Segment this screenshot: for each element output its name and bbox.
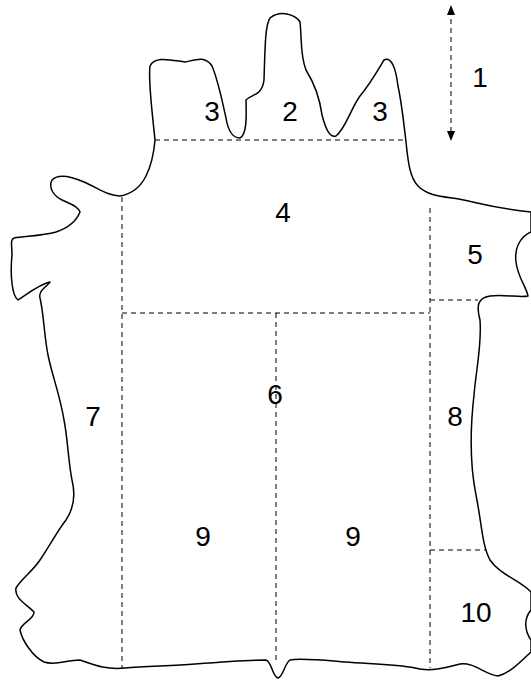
direction-arrow: [451, 10, 452, 136]
region-number: 5: [467, 241, 483, 269]
callout-number: 1: [472, 64, 488, 92]
region-number: 9: [195, 523, 211, 551]
region-number: 7: [85, 403, 101, 431]
region-number: 2: [282, 98, 298, 126]
region-number: 4: [275, 199, 291, 227]
region-number: 6: [267, 381, 283, 409]
region-number: 3: [372, 98, 388, 126]
region-number: 8: [447, 403, 463, 431]
hide-outline: [11, 14, 531, 678]
region-number: 9: [345, 523, 361, 551]
region-number: 10: [460, 599, 491, 627]
cut-lines: [122, 140, 486, 668]
region-number: 3: [204, 98, 220, 126]
